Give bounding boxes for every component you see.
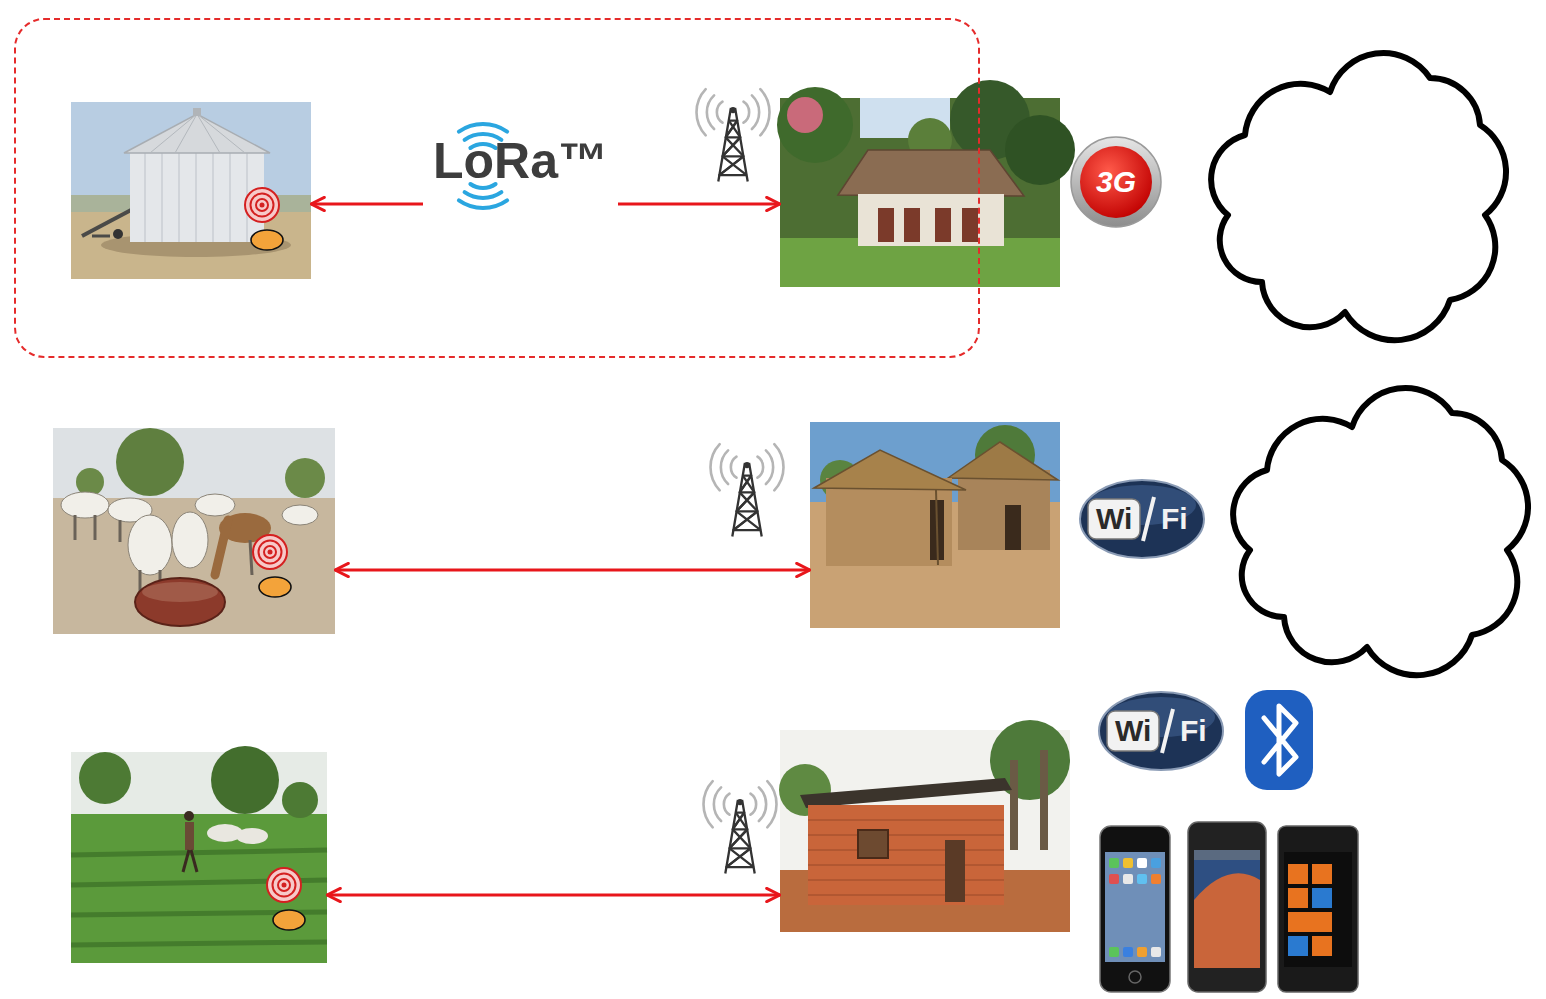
wifi-logo-text: Fi [1180,716,1207,746]
field-photo [71,752,327,963]
brick-house-photo [780,730,1070,945]
protocol-logo-text: LoRa™ [433,136,608,186]
farmhouse-photo [780,98,1060,287]
wifi-logo-text: Wi [1096,504,1132,534]
antenna-tower [710,444,783,536]
field-picture [71,746,327,963]
hut-picture [810,422,1060,628]
region-boundary [14,18,980,358]
network-logo-text: 3G [1096,167,1136,197]
wifi-logo [1099,692,1223,770]
wifi-logo-text: Fi [1161,504,1188,534]
wifi-logo-text: Wi [1115,716,1151,746]
bluetooth-logo [1245,690,1313,790]
wifi-logo [1080,480,1204,558]
hut-photo [810,422,1060,628]
cloud [1211,53,1506,340]
antenna-tower [696,89,769,181]
lora-waves [459,124,507,208]
smartphones [1100,822,1358,992]
network-logo-text: 3G [1096,167,1136,197]
silo-photo [71,102,311,279]
farmhouse-picture [777,80,1075,287]
radio-link-arrow [327,894,780,897]
antenna-tower [703,781,776,873]
protocol-logo-text: LoRa™ [433,136,608,186]
radio-link-arrow [311,203,780,206]
livestock-photo [53,428,335,634]
livestock-picture [53,428,335,634]
silo-picture [71,102,311,279]
cloud [1233,388,1528,675]
radio-link-arrow [335,569,810,572]
3g-badge [1071,137,1161,227]
wifi-logo-text: Fi [1180,716,1207,746]
wifi-logo-text: Wi [1096,504,1132,534]
wifi-logo-text: Fi [1161,504,1188,534]
brick-house-picture [779,720,1070,945]
wifi-logo-text: Wi [1115,716,1151,746]
